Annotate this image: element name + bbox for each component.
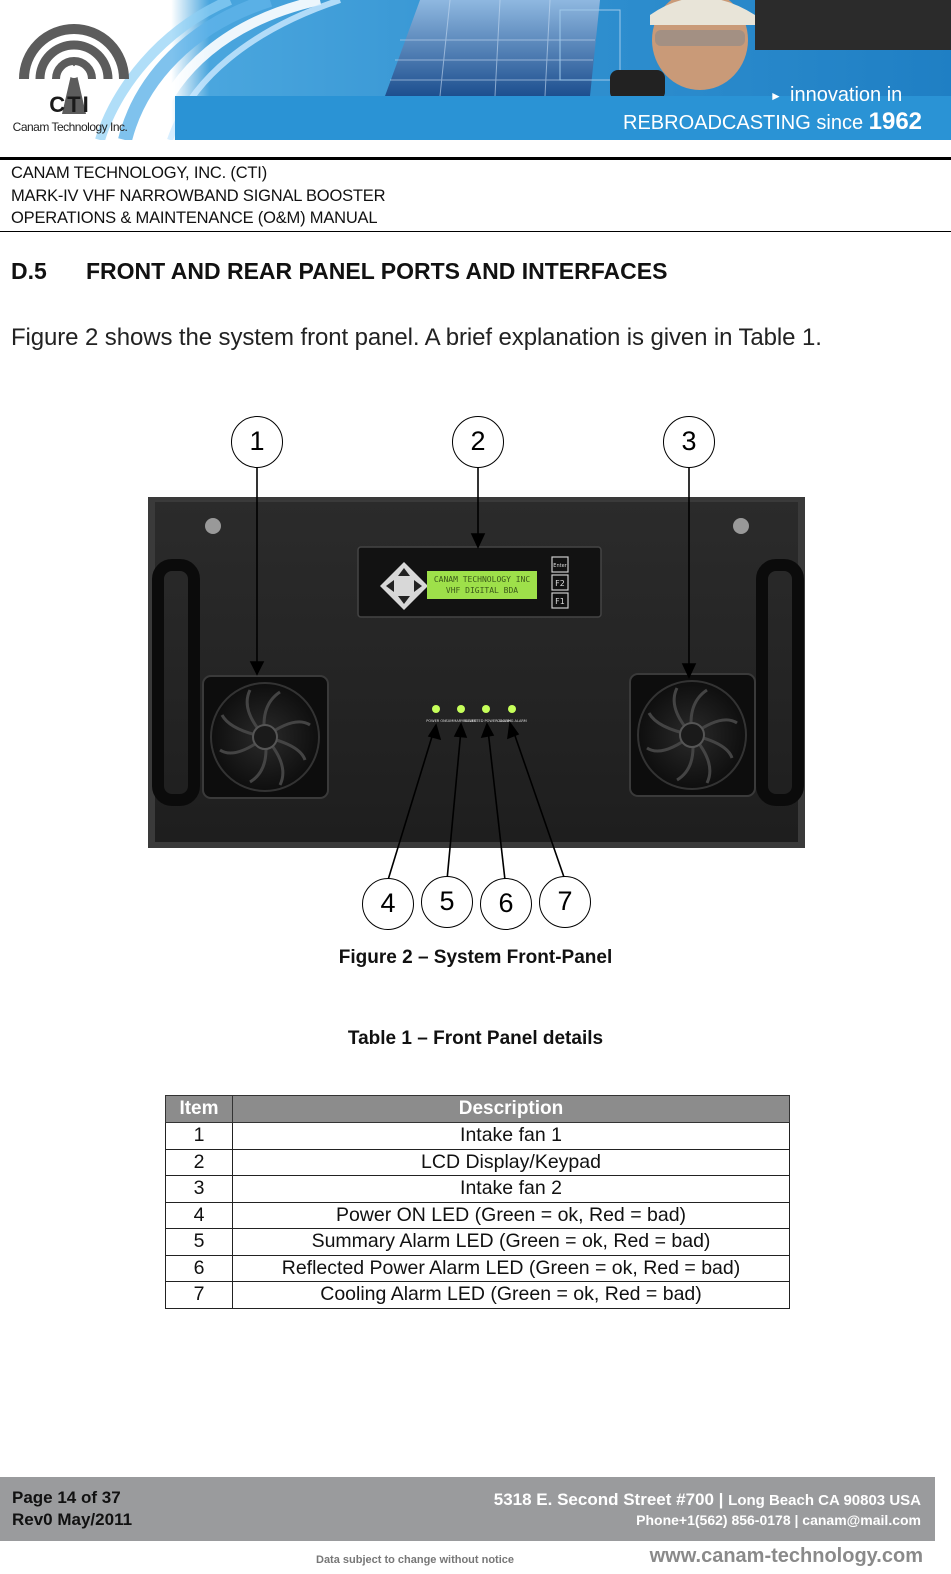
cooling-alarm-led xyxy=(508,705,516,713)
logo-wordmark: CTI xyxy=(49,92,91,117)
direction-keypad-icon xyxy=(380,562,428,610)
reflected-power-alarm-led xyxy=(482,705,490,713)
tagline-line2: REBROADCASTING since 1962 xyxy=(623,108,922,136)
callout-leaders xyxy=(249,468,697,881)
front-panel-details-table: Item Description 1 Intake fan 1 2 LCD Di… xyxy=(165,1095,790,1309)
callout-7: 7 xyxy=(539,876,591,928)
table-row: 4 Power ON LED (Green = ok, Red = bad) xyxy=(165,1201,790,1229)
column-header-description: Description xyxy=(232,1095,790,1123)
tagline-line1: innovation in xyxy=(790,84,903,106)
footer-address: 5318 E. Second Street #700 | Long Beach … xyxy=(494,1490,921,1528)
triangle-bullet-icon: ► xyxy=(770,89,782,103)
callout-2: 2 xyxy=(452,416,504,468)
callout-6: 6 xyxy=(480,878,532,930)
banner-photo xyxy=(0,0,951,140)
lcd-screen xyxy=(427,571,537,599)
cti-logo xyxy=(14,24,134,142)
item-cell: 2 xyxy=(165,1148,233,1176)
lcd-line2: VHF DIGITAL BDA xyxy=(446,586,518,595)
f1-key xyxy=(551,592,569,609)
description-cell: Intake fan 2 xyxy=(232,1175,790,1203)
address-line: 5318 E. Second Street #700 | Long Beach … xyxy=(494,1490,921,1510)
screw-icon xyxy=(205,518,221,534)
lcd-line1: CANAM TECHNOLOGY INC xyxy=(434,575,531,584)
callout-5: 5 xyxy=(421,876,473,928)
table-row: 7 Cooling Alarm LED (Green = ok, Red = b… xyxy=(165,1281,790,1309)
doc-header-company: CANAM TECHNOLOGY, INC. (CTI) xyxy=(11,164,267,182)
right-handle xyxy=(756,559,804,806)
document-header: CANAM TECHNOLOGY, INC. (CTI) MARK-IV VHF… xyxy=(11,162,385,230)
status-leds: POWER ON SUMMARY ALARM REFLECTED POWER A… xyxy=(426,705,527,723)
description-cell: LCD Display/Keypad xyxy=(232,1148,790,1176)
led-label-summary: SUMMARY ALARM xyxy=(446,719,477,723)
description-cell: Intake fan 1 xyxy=(232,1122,790,1150)
table-row: 6 Reflected Power Alarm LED (Green = ok,… xyxy=(165,1254,790,1282)
tagline-since: since xyxy=(816,112,864,134)
table-row: 5 Summary Alarm LED (Green = ok, Red = b… xyxy=(165,1228,790,1256)
tagline-year: 1962 xyxy=(868,108,923,135)
table-row: 3 Intake fan 2 xyxy=(165,1175,790,1203)
callout-1: 1 xyxy=(231,416,283,468)
power-on-led xyxy=(432,705,440,713)
intro-paragraph: Figure 2 shows the system front panel. A… xyxy=(11,324,822,351)
left-handle xyxy=(152,559,200,806)
footer-bar xyxy=(0,1477,935,1541)
contact-line: Phone+1(562) 856-0178 | canam@mail.com xyxy=(636,1512,921,1528)
header-divider xyxy=(0,157,951,160)
enter-key-label: Enter xyxy=(553,563,567,569)
revision: Rev0 May/2011 xyxy=(12,1510,133,1529)
address-city: Long Beach CA 90803 USA xyxy=(728,1492,921,1509)
column-header-item: Item xyxy=(165,1095,233,1123)
footer-disclaimer: Data subject to change without notice xyxy=(316,1554,515,1566)
item-cell: 7 xyxy=(165,1281,233,1309)
table-row: 1 Intake fan 1 xyxy=(165,1122,790,1150)
footer-page-info: Page 14 of 37 Rev0 May/2011 xyxy=(12,1487,132,1531)
enter-key xyxy=(551,556,569,573)
item-cell: 1 xyxy=(165,1122,233,1150)
description-cell: Cooling Alarm LED (Green = ok, Red = bad… xyxy=(232,1281,790,1309)
page-number: Page 14 of 37 xyxy=(12,1488,121,1507)
front-panel-photo: CANAM TECHNOLOGY INC VHF DIGITAL BDA Ent… xyxy=(148,468,805,881)
f2-key xyxy=(551,574,569,591)
callout-4: 4 xyxy=(362,878,414,930)
doc-header-product: MARK-IV VHF NARROWBAND SIGNAL BOOSTER xyxy=(11,186,386,205)
callout-3: 3 xyxy=(663,416,715,468)
led-label-power: POWER ON xyxy=(426,719,446,723)
function-keys: Enter F2 F1 xyxy=(551,556,569,609)
doc-header-manual: OPERATIONS & MAINTENANCE (O&M) MANUAL xyxy=(11,209,378,227)
front-panel-figure: CANAM TECHNOLOGY INC VHF DIGITAL BDA Ent… xyxy=(0,410,951,940)
table-row: 2 LCD Display/Keypad xyxy=(165,1148,790,1176)
f1-key-label: F1 xyxy=(555,597,565,606)
description-cell: Reflected Power Alarm LED (Green = ok, R… xyxy=(232,1254,790,1282)
address-street: 5318 E. Second Street #700 | xyxy=(493,1490,724,1509)
item-cell: 6 xyxy=(165,1254,233,1282)
header-banner: CTI Canam Technology Inc. ► innovation i… xyxy=(0,0,951,150)
figure-caption: Figure 2 – System Front-Panel xyxy=(338,947,613,968)
description-cell: Summary Alarm LED (Green = ok, Red = bad… xyxy=(232,1228,790,1256)
section-heading: D.5 FRONT AND REAR PANEL PORTS AND INTERF… xyxy=(11,258,667,285)
item-cell: 4 xyxy=(165,1201,233,1229)
section-number: D.5 xyxy=(11,258,47,284)
led-label-cooling: COOLING ALARM xyxy=(497,719,527,723)
f2-key-label: F2 xyxy=(555,579,565,588)
screw-icon xyxy=(733,518,749,534)
item-cell: 5 xyxy=(165,1228,233,1256)
broadcast-tower-icon xyxy=(19,24,129,114)
footer-website[interactable]: www.canam-technology.com xyxy=(649,1545,923,1567)
section-title: FRONT AND REAR PANEL PORTS AND INTERFACE… xyxy=(86,258,668,284)
summary-alarm-led xyxy=(457,705,465,713)
intake-fan-1 xyxy=(202,675,329,799)
logo-company-name: Canam Technology Inc. xyxy=(12,120,128,134)
tagline-rebroadcasting: REBROADCASTING xyxy=(623,112,811,134)
description-cell: Power ON LED (Green = ok, Red = bad) xyxy=(232,1201,790,1229)
header-underline xyxy=(0,231,951,232)
table-title: Table 1 – Front Panel details xyxy=(347,1028,604,1049)
led-label-reflected: REFLECTED POWER ALARM xyxy=(463,719,511,723)
intake-fan-2 xyxy=(629,673,756,797)
table-header-row: Item Description xyxy=(165,1095,790,1123)
item-cell: 3 xyxy=(165,1175,233,1203)
